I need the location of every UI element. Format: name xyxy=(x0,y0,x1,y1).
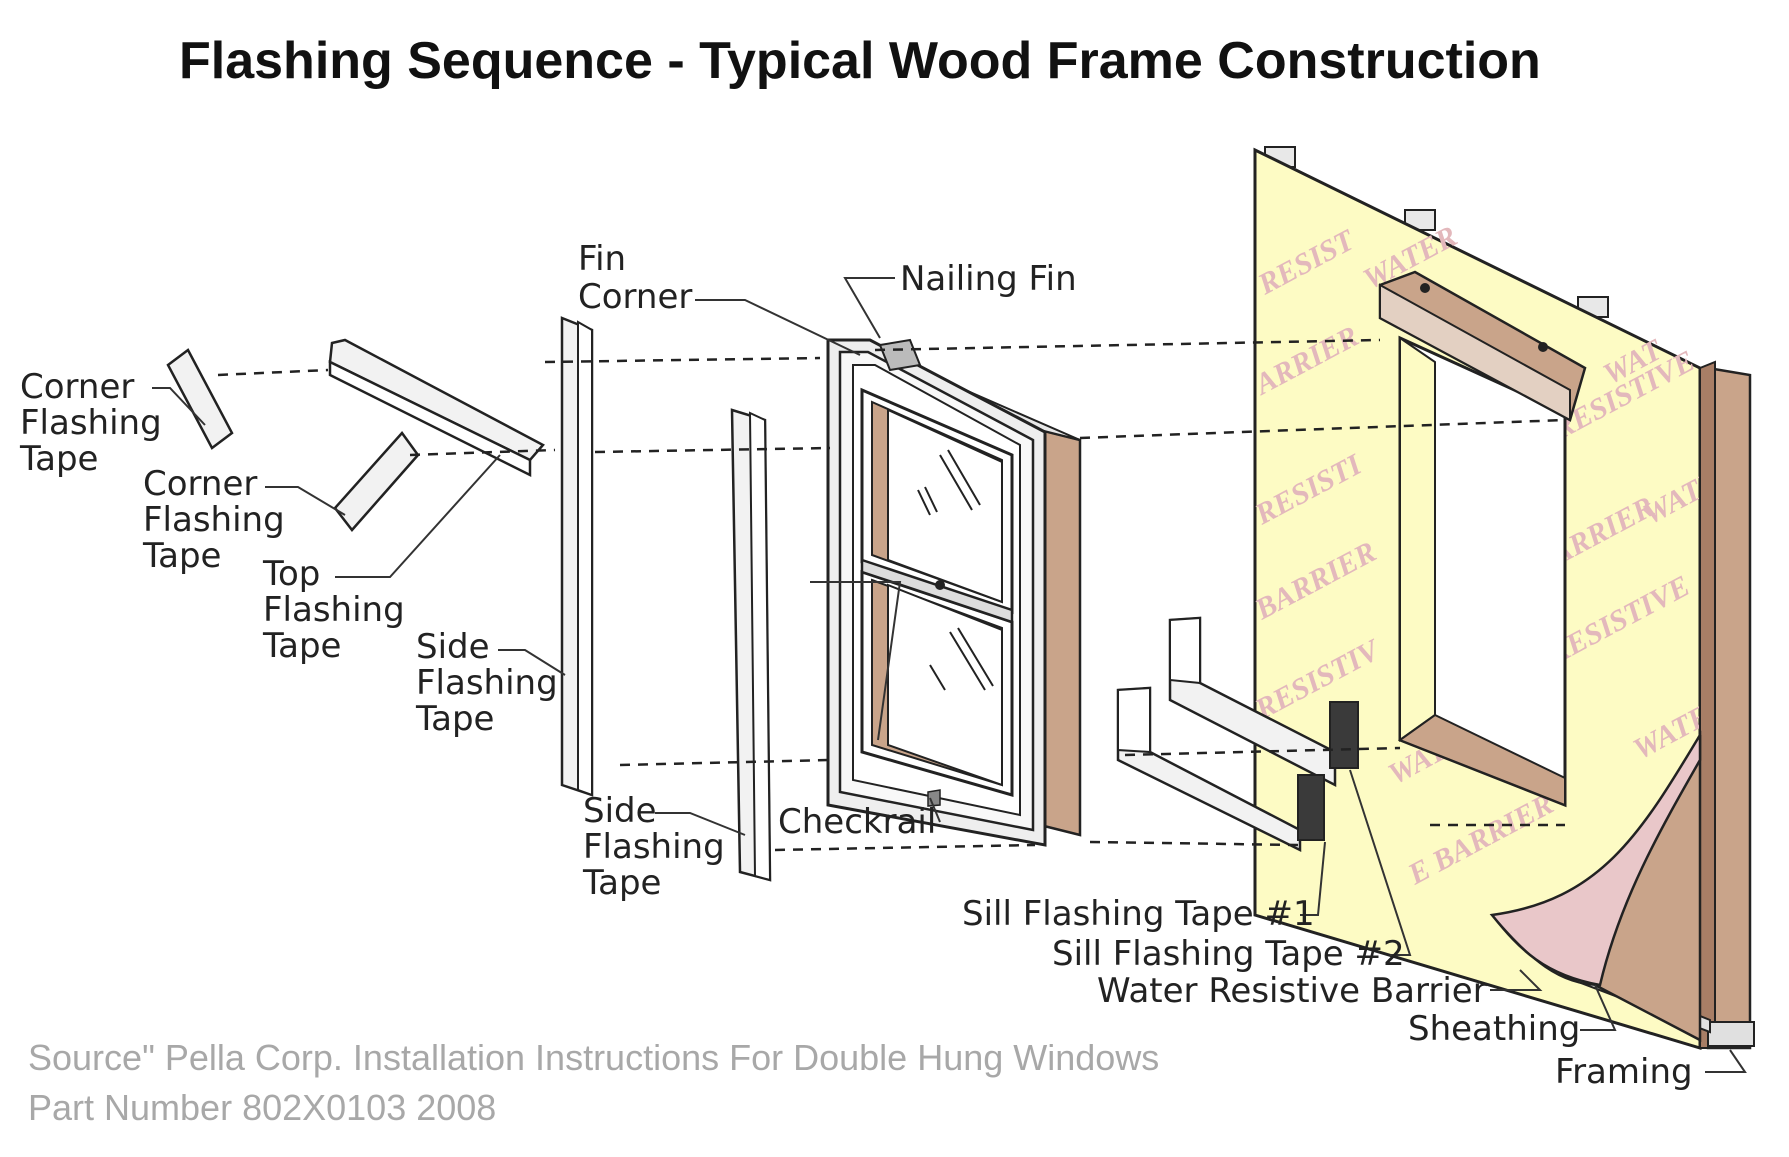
wall-assembly: RESIST WATER ARRIER RESISTIVE RESISTI BA… xyxy=(1248,146,1755,1051)
label-line: Flashing xyxy=(583,827,725,867)
alignment-lines xyxy=(217,338,1566,852)
label-line: Flashing xyxy=(20,403,162,443)
top-flashing-tape-piece xyxy=(328,338,545,478)
leader-lines xyxy=(152,277,1747,1073)
label-line: Top xyxy=(262,554,320,594)
label-water-resistive-barrier: Water Resistive Barrier xyxy=(1097,971,1487,1011)
label-line: Tape xyxy=(415,699,494,739)
side-flashing-tape-1-piece xyxy=(560,316,594,797)
label-line: Fin xyxy=(578,239,626,279)
corner-flashing-tape-1-piece xyxy=(166,348,234,450)
label-line: Corner xyxy=(143,464,257,504)
label-line: Flashing xyxy=(143,500,285,540)
label-line: Tape xyxy=(142,536,221,576)
rough-opening xyxy=(1378,270,1587,808)
label-line: Corner xyxy=(20,367,134,407)
checkrail-bar xyxy=(860,558,1014,624)
label-checkrail: Checkrail xyxy=(778,802,936,842)
label-fin-corner: Fin Corner xyxy=(578,239,692,317)
label-side-flashing-tape-2: Side Flashing Tape xyxy=(582,791,725,903)
label-nailing-fin: Nailing Fin xyxy=(900,259,1077,299)
label-corner-flashing-tape-1: Corner Flashing Tape xyxy=(19,367,162,479)
label-top-flashing-tape: Top Flashing Tape xyxy=(262,554,405,666)
label-line: Corner xyxy=(578,277,692,317)
label-framing: Framing xyxy=(1555,1052,1693,1092)
source-line-1: Source" Pella Corp. Installation Instruc… xyxy=(28,1037,1159,1078)
corner-flashing-tape-2-piece xyxy=(333,431,420,532)
label-line: Tape xyxy=(262,626,341,666)
diagram-title: Flashing Sequence - Typical Wood Frame C… xyxy=(179,32,1541,90)
label-line: Flashing xyxy=(416,663,558,703)
label-sill-flashing-tape-2: Sill Flashing Tape #2 xyxy=(1052,934,1405,974)
label-line: Side xyxy=(583,791,657,831)
label-line: Side xyxy=(416,627,490,667)
label-corner-flashing-tape-2: Corner Flashing Tape xyxy=(142,464,285,576)
source-line-2: Part Number 802X0103 2008 xyxy=(28,1087,496,1128)
label-line: Tape xyxy=(582,863,661,903)
label-sill-flashing-tape-1: Sill Flashing Tape #1 xyxy=(962,894,1315,934)
label-sheathing: Sheathing xyxy=(1408,1009,1580,1049)
sill-flashing-tapes xyxy=(1116,616,1359,853)
double-hung-window xyxy=(826,338,1082,847)
side-flashing-tape-2-piece xyxy=(730,408,772,882)
label-side-flashing-tape-1: Side Flashing Tape xyxy=(415,627,558,739)
peeled-wrb xyxy=(1489,730,1702,1043)
label-line: Tape xyxy=(19,439,98,479)
label-line: Flashing xyxy=(263,590,405,630)
